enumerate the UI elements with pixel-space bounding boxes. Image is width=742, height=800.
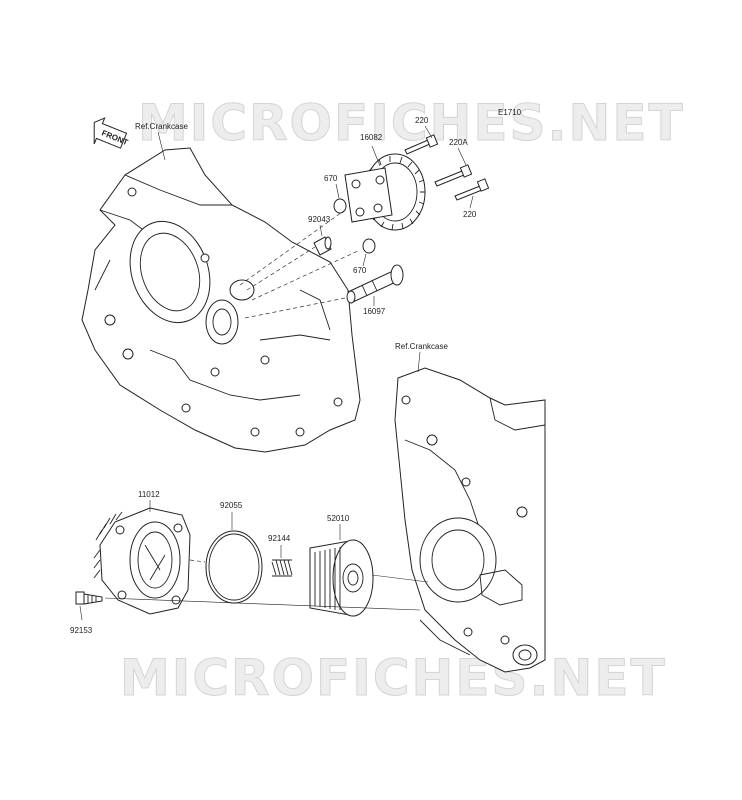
- front-arrow-icon: FRONT: [93, 117, 129, 149]
- part-220-top: 220: [415, 116, 429, 125]
- oil-filter-52010: [309, 539, 374, 617]
- bolt-92153: [75, 591, 103, 605]
- ref-crankcase-label-top: Ref.Crankcase: [135, 122, 188, 131]
- watermark-bottom: MICROFICHES.NET: [120, 649, 667, 707]
- o-ring-670-top: [333, 198, 347, 214]
- crankcase-left-half: [81, 147, 361, 453]
- ref-crankcase-label-bottom: Ref.Crankcase: [395, 342, 448, 351]
- crankcase-right-half: [394, 367, 546, 673]
- part-92043: 92043: [308, 215, 331, 224]
- part-670-bottom: 670: [353, 266, 367, 275]
- oil-filter-cover-11012: [93, 507, 191, 615]
- watermark-top: MICROFICHES.NET: [138, 94, 685, 152]
- part-220a: 220A: [449, 138, 468, 147]
- spring-92144: [271, 559, 293, 577]
- part-16097: 16097: [363, 307, 386, 316]
- part-92144: 92144: [268, 534, 291, 543]
- o-ring-92055: [205, 530, 263, 604]
- part-92055: 92055: [220, 501, 243, 510]
- part-670-top: 670: [324, 174, 338, 183]
- part-220-bottom: 220: [463, 210, 477, 219]
- oil-pump-gear: [344, 153, 426, 231]
- dowel-pin-92043: [313, 236, 332, 256]
- bolt-220a: [434, 164, 473, 187]
- o-ring-670-bottom: [362, 238, 376, 254]
- shaft-16097: [346, 264, 404, 304]
- bolt-220-top: [404, 134, 439, 155]
- part-52010: 52010: [327, 514, 350, 523]
- diagram-code: E1710: [498, 108, 522, 117]
- part-11012: 11012: [138, 490, 160, 499]
- part-16082: 16082: [360, 133, 383, 142]
- bolt-220-bottom: [454, 178, 490, 201]
- part-92153: 92153: [70, 626, 93, 635]
